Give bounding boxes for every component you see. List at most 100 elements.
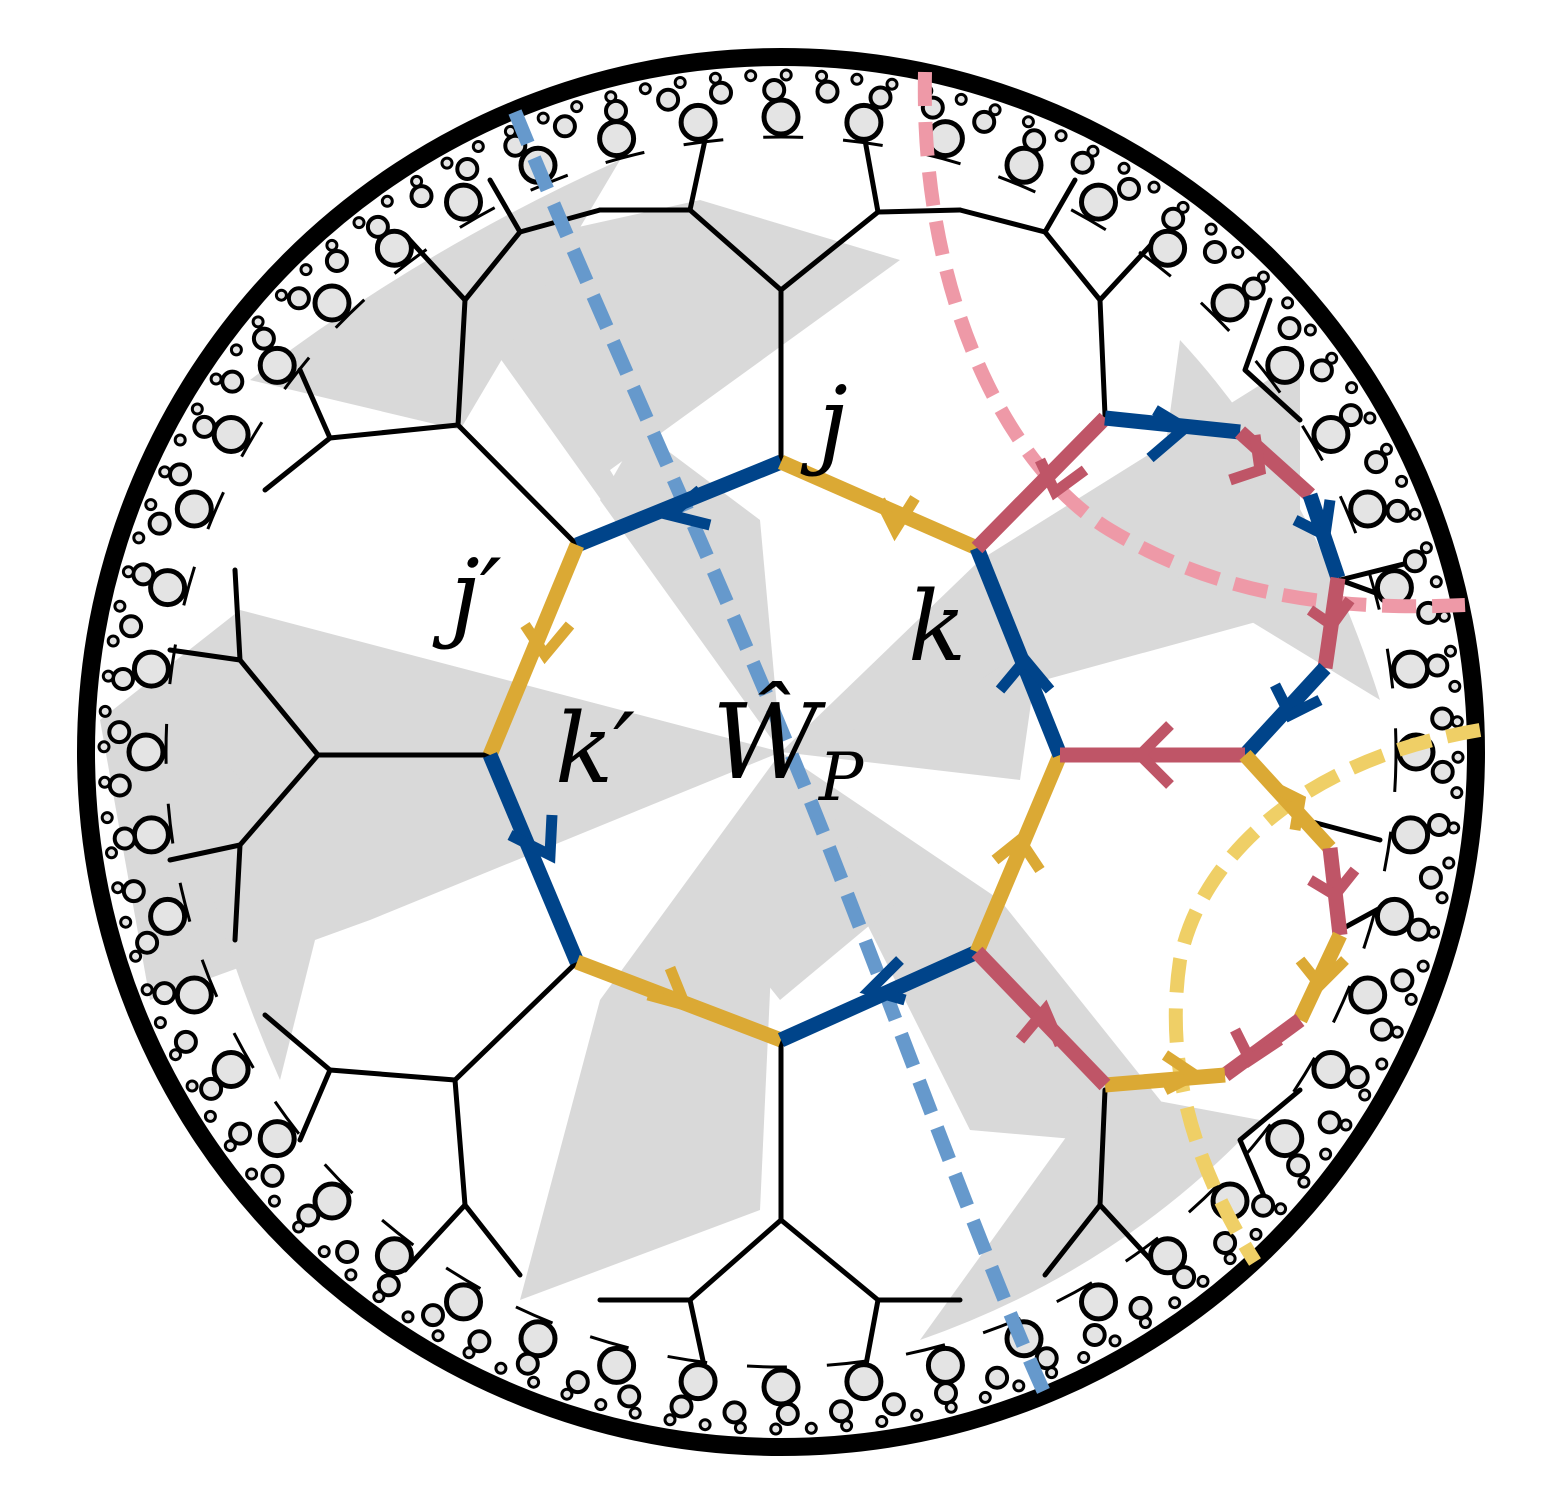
boundary-cell (1172, 1265, 1197, 1290)
boundary-cell (312, 1181, 352, 1221)
arrow-yellow-bottom-left (646, 965, 695, 1014)
boundary-cell (251, 326, 276, 351)
boundary-cell (815, 69, 829, 83)
boundary-cell (335, 1240, 360, 1264)
boundary-cell (1286, 1153, 1311, 1178)
spoke-lower-left (452, 959, 580, 1083)
boundary-cell (1021, 115, 1035, 129)
boundary-cell (1427, 925, 1441, 939)
boundary-cell (1435, 891, 1449, 905)
arrow-red-upper (1035, 457, 1089, 501)
arrow-blue-upper-5 (1270, 682, 1323, 723)
boundary-cell (925, 1345, 965, 1385)
boundary-cell (1364, 450, 1389, 475)
arrow-red-middle (1132, 721, 1174, 789)
boundary-cell (503, 124, 517, 138)
boundary-cell (352, 216, 366, 230)
boundary-cell (761, 97, 801, 137)
boundary-cell (1374, 896, 1414, 936)
boundary-cell (1265, 345, 1305, 385)
boundary-cell (376, 1273, 401, 1298)
boundary-cell (1450, 786, 1464, 800)
boundary-cell (1380, 442, 1393, 456)
boundary-cell (1319, 1147, 1333, 1161)
boundary-cell (1161, 206, 1186, 231)
boundary-cell (1418, 865, 1443, 890)
boundary-cell (1249, 1227, 1263, 1241)
boundary-cell (1391, 815, 1431, 855)
boundary-cell (604, 90, 618, 104)
boundary-cell (148, 896, 188, 936)
boundary-cell (1450, 715, 1464, 729)
boundary-cell (1325, 351, 1339, 365)
boundary-cell (1311, 1050, 1351, 1089)
boundary-cell (1168, 1296, 1182, 1310)
boundary-cell (1079, 182, 1118, 222)
boundary-cell (257, 345, 297, 385)
boundary-cell (594, 1398, 608, 1412)
edge-blue-lower-left (483, 752, 584, 965)
boundary-cell (1430, 706, 1455, 731)
boundary-cell (174, 489, 214, 529)
boundary-cell (1138, 1316, 1152, 1330)
boundary-cell (1241, 276, 1266, 301)
boundary-cell (173, 1029, 198, 1054)
boundary-cell (1070, 150, 1095, 175)
boundary-cell (1408, 507, 1422, 521)
boundary-cell (1404, 992, 1418, 1006)
boundary-cell (1277, 316, 1302, 341)
boundary-cell (107, 773, 132, 798)
boundary-cell (1176, 200, 1190, 214)
boundary-cell (494, 1361, 508, 1375)
boundary-cell (135, 930, 160, 955)
boundary-cell (286, 286, 311, 311)
boundary-cell (192, 414, 217, 439)
boundary-cell (656, 87, 681, 112)
boundary-cell (101, 669, 115, 683)
boundary-cell (1213, 1231, 1238, 1255)
boundary-cell (978, 1390, 992, 1404)
arrow-blue-right (995, 651, 1055, 694)
boundary-cell (515, 1351, 540, 1376)
boundary-cell (1231, 245, 1245, 259)
boundary-cell (98, 775, 112, 789)
boundary-cell (220, 369, 245, 394)
boundary-cell (761, 1367, 801, 1407)
boundary-cell (954, 92, 968, 106)
boundary-cell (560, 1387, 574, 1401)
boundary-cell (131, 815, 171, 855)
boundary-cell (1281, 296, 1295, 310)
boundary-cell (527, 1375, 541, 1389)
arrow-blue-upper (1146, 405, 1195, 463)
boundary-cell (185, 1079, 199, 1093)
boundary-cell (324, 249, 349, 273)
boundary-cell (1442, 856, 1456, 870)
boundary-cell (597, 1345, 637, 1385)
boundary-cell (1391, 649, 1431, 689)
boundary-cell (1082, 1323, 1107, 1347)
label-plaquette-w: Ŵ (712, 680, 826, 803)
boundary-cell (722, 1400, 747, 1425)
boundary-cell (597, 119, 637, 159)
boundary-cell (1148, 228, 1188, 268)
boundary-cell (1416, 959, 1430, 973)
boundary-cell (444, 1282, 483, 1322)
boundary-cell (1297, 1175, 1311, 1189)
boundary-cell (374, 228, 414, 268)
dashed-yellow-string (1168, 723, 1482, 1266)
boundary-cell (169, 1048, 182, 1062)
boundary-cell (663, 1413, 677, 1427)
boundary-cell (536, 111, 550, 125)
boundary-cell (875, 1415, 889, 1428)
boundary-cell (147, 511, 172, 536)
boundary-cell (775, 1402, 800, 1426)
edge-yellow-lower-1 (1239, 749, 1336, 854)
boundary-cell (257, 1119, 297, 1159)
boundary-cell (245, 1167, 259, 1181)
label-plaquette-operator: ŴP (712, 680, 865, 816)
boundary-cell (1390, 968, 1415, 993)
boundary-cell (910, 1408, 924, 1422)
boundary-cell (1339, 1118, 1353, 1132)
arrow-red-lower-4 (1230, 1027, 1284, 1069)
boundary-cell (131, 649, 171, 689)
